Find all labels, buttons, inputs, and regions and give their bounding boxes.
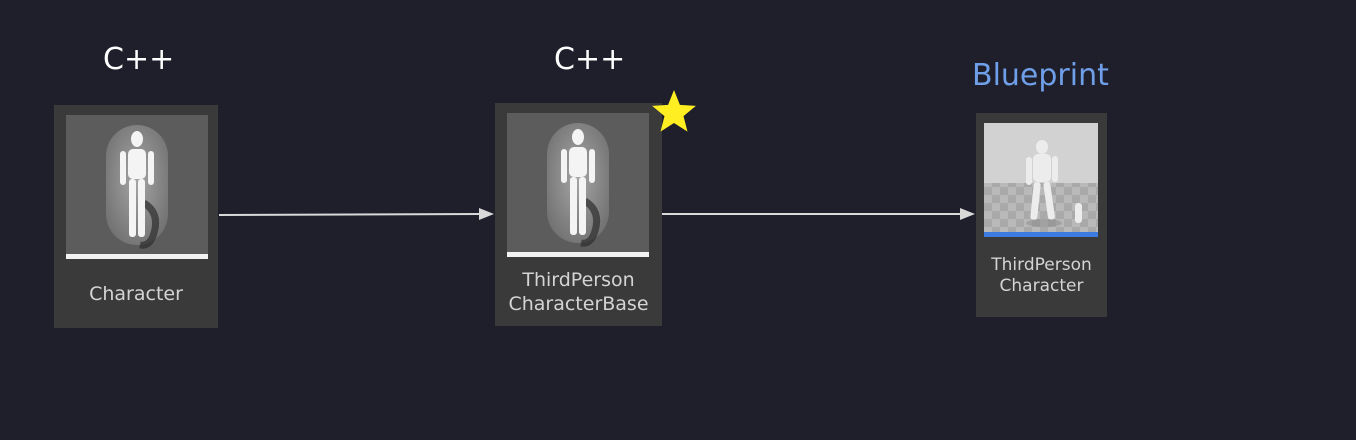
node-2-kind-label: C++ — [554, 42, 626, 77]
arrow-base-to-third-person-character — [662, 208, 975, 220]
third-person-character-base-name-line-1: ThirdPerson — [522, 269, 635, 291]
character-name: Character — [54, 283, 218, 307]
arrow-character-to-base — [218, 208, 494, 220]
node-1-kind-label: C++ — [103, 42, 175, 77]
third-person-character-thumbnail — [984, 123, 1098, 237]
third-person-character-base-node[interactable]: ThirdPerson CharacterBase — [495, 103, 662, 326]
mannequin-icon — [106, 125, 168, 249]
character-thumbnail — [66, 115, 208, 259]
thumbnail-bar — [66, 254, 208, 259]
mannequin-icon — [547, 123, 609, 247]
node-3-kind-label: Blueprint — [972, 58, 1109, 93]
third-person-character-base-name: ThirdPerson CharacterBase — [495, 269, 662, 317]
mannequin-preview-icon — [984, 123, 1098, 237]
third-person-character-base-thumbnail — [507, 113, 649, 257]
third-person-character-name: ThirdPerson Character — [976, 255, 1107, 298]
thumbnail-bar — [507, 252, 649, 257]
character-class-node[interactable]: Character — [54, 105, 218, 328]
thumbnail-bar — [984, 232, 1098, 237]
third-person-character-base-name-line-2: CharacterBase — [508, 292, 649, 315]
third-person-character-name-line-1: ThirdPerson — [991, 255, 1092, 275]
third-person-character-name-line-2: Character — [999, 276, 1084, 297]
character-name-line-1: Character — [89, 283, 183, 305]
third-person-character-node[interactable]: ThirdPerson Character — [976, 113, 1107, 317]
